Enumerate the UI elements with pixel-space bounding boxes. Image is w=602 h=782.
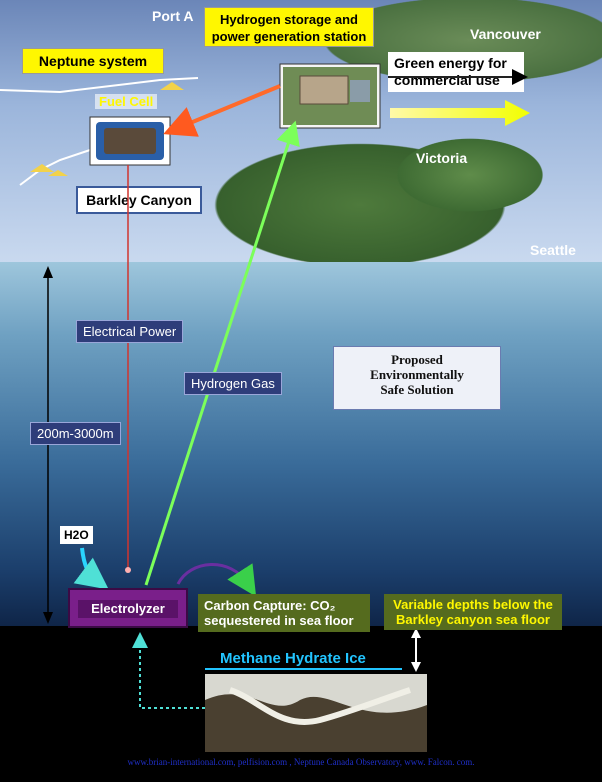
neptune-system-label: Neptune system	[22, 48, 164, 74]
fuel-cell-label: Fuel Cell	[95, 94, 158, 109]
electrical-power-label: Electrical Power	[76, 320, 184, 343]
carbon-capture-line2: sequestered in sea floor	[204, 613, 354, 628]
proposed-line2: Environmentally	[370, 367, 464, 382]
electrolyzer-label: Electrolyzer	[78, 600, 178, 618]
proposed-line1: Proposed	[391, 352, 443, 367]
h2o-arrow	[73, 547, 109, 590]
hydrogen-station-line1: Hydrogen storage and	[220, 12, 358, 27]
station-building-icon	[299, 75, 349, 105]
station-to-fuelcell-arrow	[163, 84, 281, 137]
footer-credits: www.brian-international.com, pelfision.c…	[127, 757, 475, 767]
carbon-capture-label: Carbon Capture: CO₂ sequestered in sea f…	[198, 594, 370, 632]
variable-depth-arrow-bottom	[411, 662, 421, 672]
hydrogen-gas-arrow	[144, 120, 300, 586]
variable-depths-label: Variable depths below the Barkley canyon…	[384, 594, 562, 630]
depth-range-label: 200m-3000m	[30, 422, 121, 445]
green-energy-line1: Green energy for	[394, 55, 507, 71]
station-tank-icon	[350, 80, 370, 102]
methane-hydrate-label: Methane Hydrate Ice	[220, 650, 366, 667]
node-icon	[160, 82, 184, 90]
city-victoria-label: Victoria	[416, 150, 468, 166]
node-icon	[48, 170, 68, 176]
proposed-line3: Safe Solution	[380, 382, 454, 397]
carbon-capture-line1: Carbon Capture: CO₂	[204, 598, 336, 613]
electrical-spark	[125, 567, 131, 573]
methane-ice-vein	[228, 687, 411, 725]
hydrogen-station-label: Hydrogen storage and power generation st…	[204, 7, 374, 47]
hydrogen-station-line2: power generation station	[211, 29, 367, 44]
city-vancouver-label: Vancouver	[470, 26, 541, 42]
variable-depth-arrow-top	[411, 628, 421, 638]
neptune-cable	[0, 77, 199, 94]
variable-depths-line2: Barkley canyon sea floor	[396, 612, 550, 627]
variable-depths-line1: Variable depths below the	[393, 597, 553, 612]
depth-arrow-bottom	[43, 612, 53, 624]
fuel-cell-core	[104, 128, 156, 154]
proposed-solution-box: Proposed Environmentally Safe Solution	[333, 346, 501, 410]
depth-arrow-top	[43, 266, 53, 278]
green-energy-arrow	[390, 100, 530, 126]
h2o-label: H2O	[60, 526, 93, 544]
city-port-label: Port A	[152, 8, 194, 24]
methane-to-electrolyzer-arrow	[132, 632, 205, 709]
barkley-canyon-label: Barkley Canyon	[76, 186, 202, 214]
hydrogen-gas-label: Hydrogen Gas	[184, 372, 282, 395]
electrolyzer-box: Electrolyzer	[68, 588, 188, 628]
city-seattle-label: Seattle	[530, 242, 576, 258]
node-icon	[30, 164, 54, 172]
carbon-capture-arrow	[176, 563, 257, 597]
